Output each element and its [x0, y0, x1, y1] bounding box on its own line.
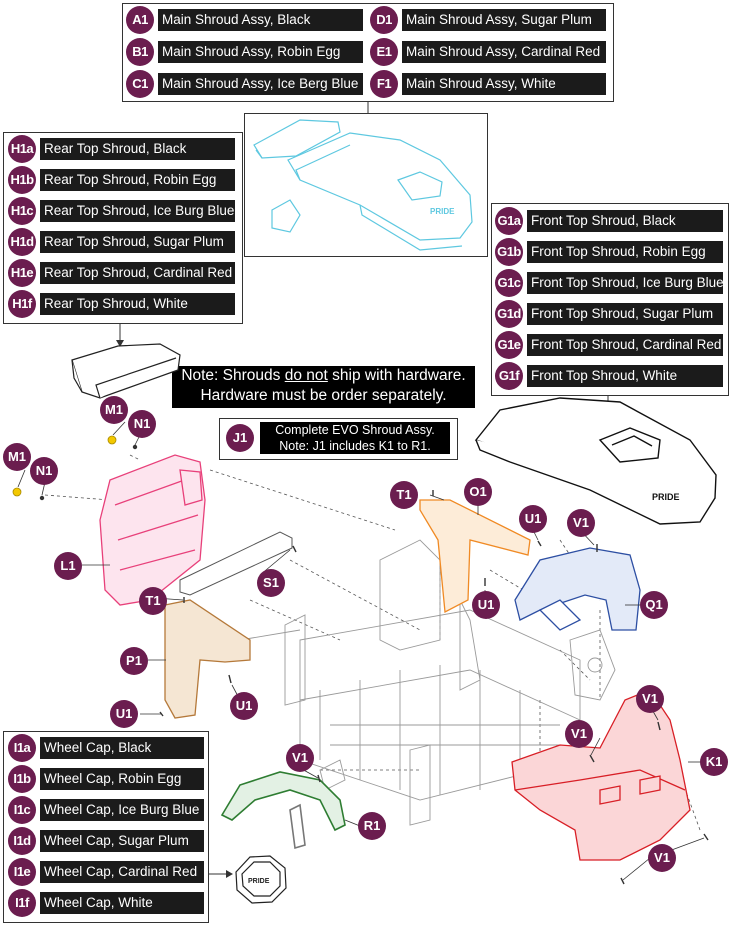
- rear-top-shroud-part-name: Rear Top Shroud, Ice Burg Blue: [40, 200, 235, 222]
- hardware-note: Note: Shrouds do not ship with hardware.…: [172, 366, 475, 408]
- wheel-cap-code-badge: I1f: [8, 889, 36, 917]
- wheel-cap-part-name: Wheel Cap, Black: [40, 737, 204, 759]
- callout-l1: L1: [54, 552, 82, 580]
- rear-top-shroud-part-name: Rear Top Shroud, Sugar Plum: [40, 231, 235, 253]
- callout-q1: Q1: [640, 591, 668, 619]
- rear-top-shroud-code-badge: H1f: [8, 290, 36, 318]
- rear-main-shroud-part: [99, 454, 206, 606]
- front-top-shroud-table: [491, 203, 729, 396]
- front-top-shroud-part-name: Front Top Shroud, Cardinal Red: [527, 334, 723, 356]
- rear-top-shroud-part-name: Rear Top Shroud, Black: [40, 138, 235, 160]
- callout-t1-left: T1: [139, 587, 167, 615]
- front-shroud-logo: PRIDE: [652, 492, 680, 502]
- main-shroud-logo: PRIDE: [430, 207, 455, 216]
- k1-front-shroud: [511, 689, 691, 861]
- wheel-cap-code-badge: I1c: [8, 796, 36, 824]
- callout-o1: O1: [464, 478, 492, 506]
- main-shroud-image-frame: [244, 113, 488, 257]
- main-shroud-right-part-name: Main Shroud Assy, White: [402, 73, 606, 95]
- rear-top-shroud-code-badge: H1b: [8, 166, 36, 194]
- callout-v1-k-top: V1: [636, 685, 664, 713]
- front-top-shroud-code-badge: G1b: [495, 238, 523, 266]
- main-shroud-right-code-badge: F1: [370, 70, 398, 98]
- rear-top-shroud-code-badge: H1d: [8, 228, 36, 256]
- callout-n1-top: N1: [128, 410, 156, 438]
- wheel-cap-code-badge: I1a: [8, 734, 36, 762]
- wheel-cap-part-name: Wheel Cap, Ice Burg Blue: [40, 799, 204, 821]
- callout-u1-right-top: U1: [519, 505, 547, 533]
- callout-v1-r: V1: [286, 744, 314, 772]
- main-shroud-right-part-name: Main Shroud Assy, Cardinal Red: [402, 41, 606, 63]
- callout-u1-right: U1: [472, 591, 500, 619]
- wheel-cap-part-name: Wheel Cap, Cardinal Red: [40, 861, 204, 883]
- front-top-shroud-part-name: Front Top Shroud, Robin Egg: [527, 241, 723, 263]
- main-shroud-right-code-badge: E1: [370, 38, 398, 66]
- front-top-shroud-part-name: Front Top Shroud, Ice Burg Blue: [527, 272, 723, 294]
- front-top-shroud-code-badge: G1a: [495, 207, 523, 235]
- main-shroud-left-code-badge: B1: [126, 38, 154, 66]
- front-top-shroud-code-badge: G1f: [495, 362, 523, 390]
- main-shroud-left-code-badge: C1: [126, 70, 154, 98]
- front-top-shroud-part-name: Front Top Shroud, Black: [527, 210, 723, 232]
- wheel-cap-logo: PRIDE: [248, 878, 270, 885]
- front-top-shroud-part: [474, 397, 717, 525]
- q1-fender: [514, 547, 641, 631]
- wheel-cap-part-name: Wheel Cap, Sugar Plum: [40, 830, 204, 852]
- j1-note-text: Complete EVO Shroud Assy. Note: J1 inclu…: [260, 422, 450, 454]
- callout-k1: K1: [700, 748, 728, 776]
- rear-top-shroud-part-name: Rear Top Shroud, Robin Egg: [40, 169, 235, 191]
- callout-v1-q: V1: [567, 509, 595, 537]
- callout-n1-left: N1: [30, 457, 58, 485]
- callout-v1-k-mid: V1: [565, 720, 593, 748]
- rear-top-shroud-code-badge: H1a: [8, 135, 36, 163]
- small-screws: [159, 490, 709, 885]
- rear-top-shroud-part-name: Rear Top Shroud, Cardinal Red: [40, 262, 235, 284]
- main-shroud-right-code-badge: D1: [370, 6, 398, 34]
- m1-screws: [12, 435, 117, 497]
- rear-top-shroud-code-badge: H1e: [8, 259, 36, 287]
- n1-nuts: [39, 444, 138, 501]
- wheel-cap-code-badge: I1e: [8, 858, 36, 886]
- main-shroud-left-part-name: Main Shroud Assy, Ice Berg Blue: [158, 73, 363, 95]
- wheel-cap-part-name: Wheel Cap, Robin Egg: [40, 768, 204, 790]
- note-emphasis: do not: [284, 367, 328, 384]
- wheel-cap-part: [235, 855, 287, 904]
- p1-bracket: [164, 599, 251, 719]
- main-shroud-left-code-badge: A1: [126, 6, 154, 34]
- wheel-cap-part-name: Wheel Cap, White: [40, 892, 204, 914]
- callout-u1-left: U1: [110, 700, 138, 728]
- r1-fender: [220, 771, 346, 850]
- front-top-shroud-part-name: Front Top Shroud, Sugar Plum: [527, 303, 723, 325]
- front-top-shroud-part-name: Front Top Shroud, White: [527, 365, 723, 387]
- callout-v1-k-bottom: V1: [648, 844, 676, 872]
- wheel-cap-table: [3, 731, 209, 923]
- callout-j1: J1: [226, 424, 254, 452]
- callout-p1: P1: [120, 647, 148, 675]
- callout-t1-right: T1: [390, 481, 418, 509]
- main-shroud-right-part-name: Main Shroud Assy, Sugar Plum: [402, 9, 606, 31]
- rear-top-shroud-part-name: Rear Top Shroud, White: [40, 293, 235, 315]
- callout-m1-left: M1: [3, 443, 31, 471]
- wheel-cap-code-badge: I1d: [8, 827, 36, 855]
- rear-top-shroud-table: [3, 132, 243, 324]
- front-top-shroud-code-badge: G1d: [495, 300, 523, 328]
- callout-m1-top: M1: [100, 396, 128, 424]
- callout-r1: R1: [358, 812, 386, 840]
- callout-s1: S1: [257, 569, 285, 597]
- main-shroud-left-part-name: Main Shroud Assy, Robin Egg: [158, 41, 363, 63]
- callout-u1-mid: U1: [230, 692, 258, 720]
- main-shroud-left-part-name: Main Shroud Assy, Black: [158, 9, 363, 31]
- s1-bracket: [179, 531, 293, 596]
- rear-top-shroud-code-badge: H1c: [8, 197, 36, 225]
- rear-top-shroud-part: [71, 343, 181, 399]
- o1-bracket: [419, 499, 531, 614]
- wheel-cap-code-badge: I1b: [8, 765, 36, 793]
- front-top-shroud-code-badge: G1e: [495, 331, 523, 359]
- front-top-shroud-code-badge: G1c: [495, 269, 523, 297]
